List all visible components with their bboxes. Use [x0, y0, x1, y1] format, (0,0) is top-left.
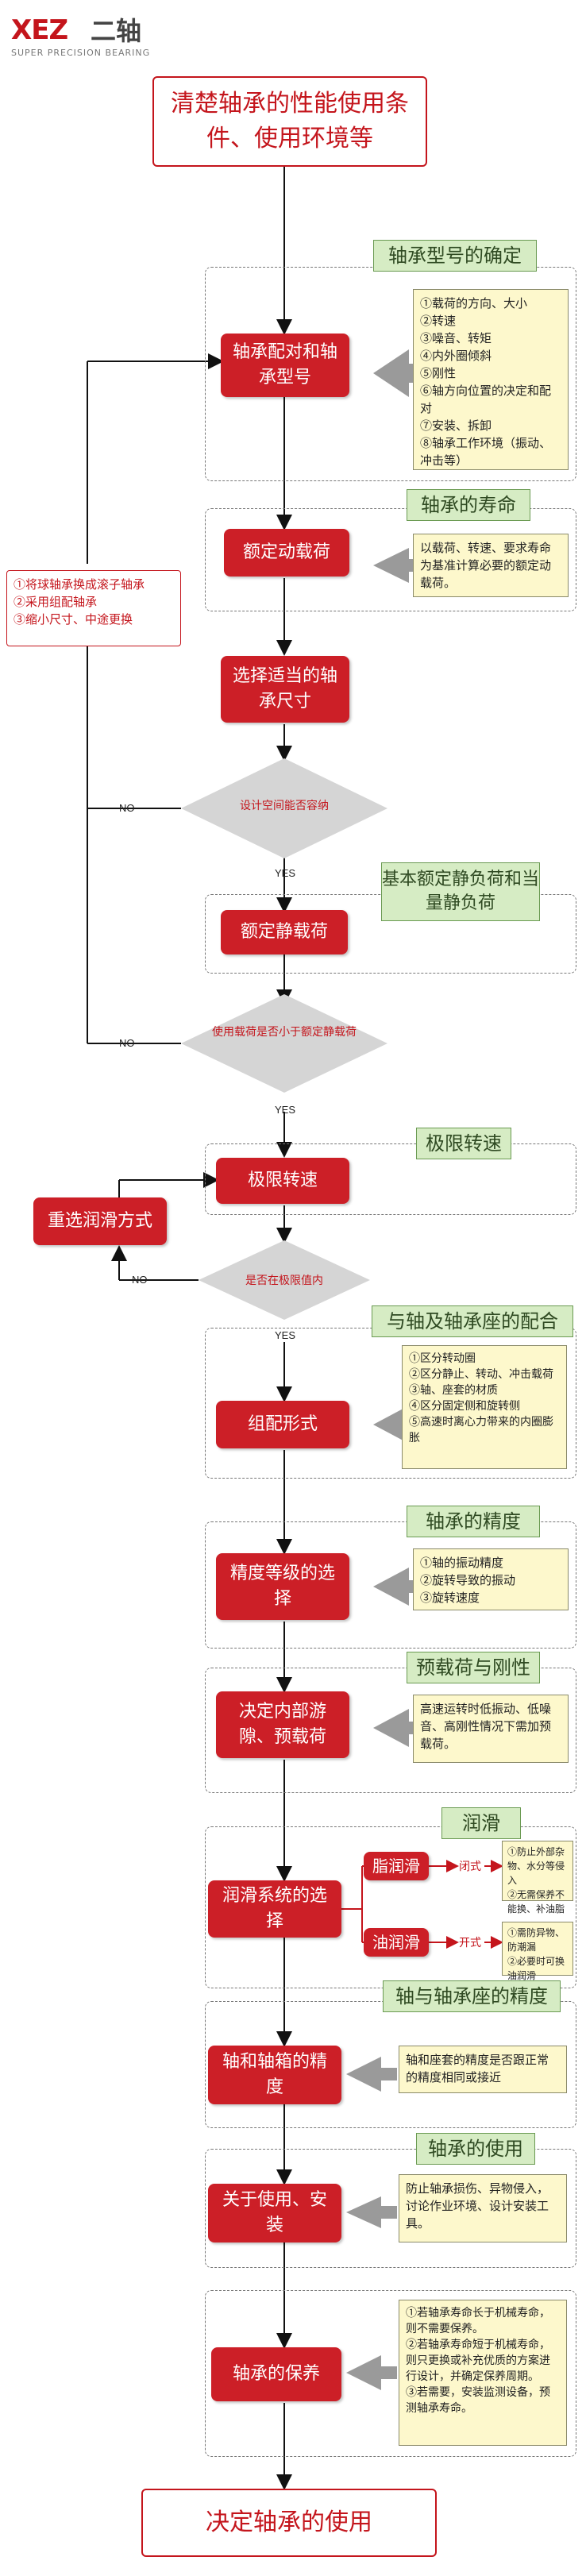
note-type: ①载荷的方向、大小 ②转速 ③噪音、转矩 ④内外圈倾斜 ⑤刚性 ⑥轴方向位置的决…: [413, 289, 569, 470]
diamond-shape-space: [181, 758, 387, 858]
label-yes-1: YES: [275, 867, 296, 879]
note-precision: ①轴的振动精度 ②旋转导致的振动 ③旋转速度: [413, 1548, 569, 1610]
box-static-load[interactable]: 额定静载荷: [221, 910, 348, 954]
tag-fit: 与轴及轴承座的配合: [372, 1305, 573, 1337]
diamond-speed-label: 是否在极限值内: [245, 1275, 323, 1287]
tag-housing: 轴与轴承座的精度: [383, 1980, 561, 2012]
tag-lube: 润滑: [441, 1807, 521, 1839]
note-lube-open: ①需防异物、防潮漏 ②必要时可换油润滑: [502, 1922, 573, 1981]
box-shaft-housing-precision[interactable]: 轴和轴箱的精度: [208, 2046, 341, 2104]
label-open: 开式: [459, 1937, 481, 1949]
tag-usage: 轴承的使用: [416, 2133, 535, 2165]
label-no-3: NO: [132, 1274, 148, 1286]
label-yes-2: YES: [275, 1104, 296, 1116]
note-usage: 防止轴承损伤、异物侵入，讨论作业环境、设计安装工具。: [399, 2174, 567, 2242]
tag-type: 轴承型号的确定: [373, 240, 537, 272]
box-usage-install[interactable]: 关于使用、安装: [208, 2184, 341, 2242]
box-reselect-lubrication[interactable]: 重选润滑方式: [33, 1197, 167, 1245]
tag-precision: 轴承的精度: [407, 1506, 540, 1537]
note-preload: 高速运转时低振动、低噪音、高刚性情况下需加预载荷。: [413, 1695, 569, 1763]
label-no-2: NO: [119, 1037, 135, 1049]
logo-subtitle: SUPER PRECISION BEARING: [11, 48, 151, 58]
group-usage: [205, 2149, 576, 2268]
box-bearing-size[interactable]: 选择适当的轴承尺寸: [221, 656, 349, 723]
group-speed: [205, 1143, 576, 1215]
box-bearing-type[interactable]: 轴承配对和轴承型号: [221, 334, 349, 397]
diamond-shape-speed: [199, 1240, 370, 1320]
group-life: [205, 508, 576, 611]
final-decision: 决定轴承的使用: [141, 2489, 437, 2557]
diamond-load-label: 使用载荷是否小于额定静载荷: [212, 1026, 357, 1039]
logo-text: 二轴: [91, 16, 142, 46]
group-maintenance: [205, 2290, 576, 2457]
group-preload: [205, 1668, 576, 1793]
group-precision: [205, 1521, 576, 1649]
note-maintenance: ①若轴承寿命长于机械寿命，则不需要保养。 ②若轴承寿命短于机械寿命，则只更换或补…: [399, 2300, 567, 2446]
box-oil[interactable]: 油润滑: [364, 1928, 429, 1957]
final-decision-text: 决定轴承的使用: [206, 2509, 372, 2536]
note-fit: ①区分转动圈 ②区分静止、转动、冲击载荷 ③轴、座套的材质 ④区分固定侧和旋转侧…: [402, 1345, 567, 1469]
tag-life: 轴承的寿命: [407, 489, 530, 521]
side-note-alternatives: ①将球轴承换成滚子轴承 ②采用组配轴承 ③缩小尺寸、中途更换: [6, 570, 181, 646]
note-lube-closed: ①防止外部杂物、水分等侵入 ②无需保养不能换、补油脂: [502, 1841, 573, 1915]
label-no-1: NO: [119, 802, 135, 814]
tag-preload: 预载荷与刚性: [407, 1652, 540, 1683]
start-title-text: 清楚轴承的性能使用条件、使用环境等: [171, 90, 409, 152]
box-lube-system[interactable]: 润滑系统的选择: [208, 1880, 341, 1938]
start-title: 清楚轴承的性能使用条件、使用环境等: [152, 76, 427, 167]
box-precision-grade[interactable]: 精度等级的选择: [216, 1553, 349, 1620]
tag-static: 基本额定静负荷和当量静负荷: [381, 862, 540, 921]
note-housing: 轴和座套的精度是否跟正常的精度相同或接近: [399, 2046, 567, 2093]
note-life: 以载荷、转速、要求寿命为基准计算必要的额定动载荷。: [413, 534, 569, 597]
logo-mark: XEZ: [11, 14, 68, 46]
box-maintenance[interactable]: 轴承的保养: [211, 2347, 341, 2401]
label-closed: 闭式: [459, 1861, 481, 1873]
diamond-space-label: 设计空间能否容纳: [240, 800, 329, 812]
box-fit-type[interactable]: 组配形式: [216, 1401, 349, 1448]
box-grease[interactable]: 脂润滑: [364, 1852, 429, 1880]
box-dynamic-load[interactable]: 额定动载荷: [224, 529, 349, 577]
box-speed-limit[interactable]: 极限转速: [216, 1158, 349, 1204]
box-clearance-preload[interactable]: 决定内部游隙、预载荷: [216, 1691, 349, 1758]
diamond-shape-load: [181, 994, 387, 1093]
label-yes-3: YES: [275, 1329, 296, 1341]
tag-speed: 极限转速: [416, 1128, 511, 1159]
